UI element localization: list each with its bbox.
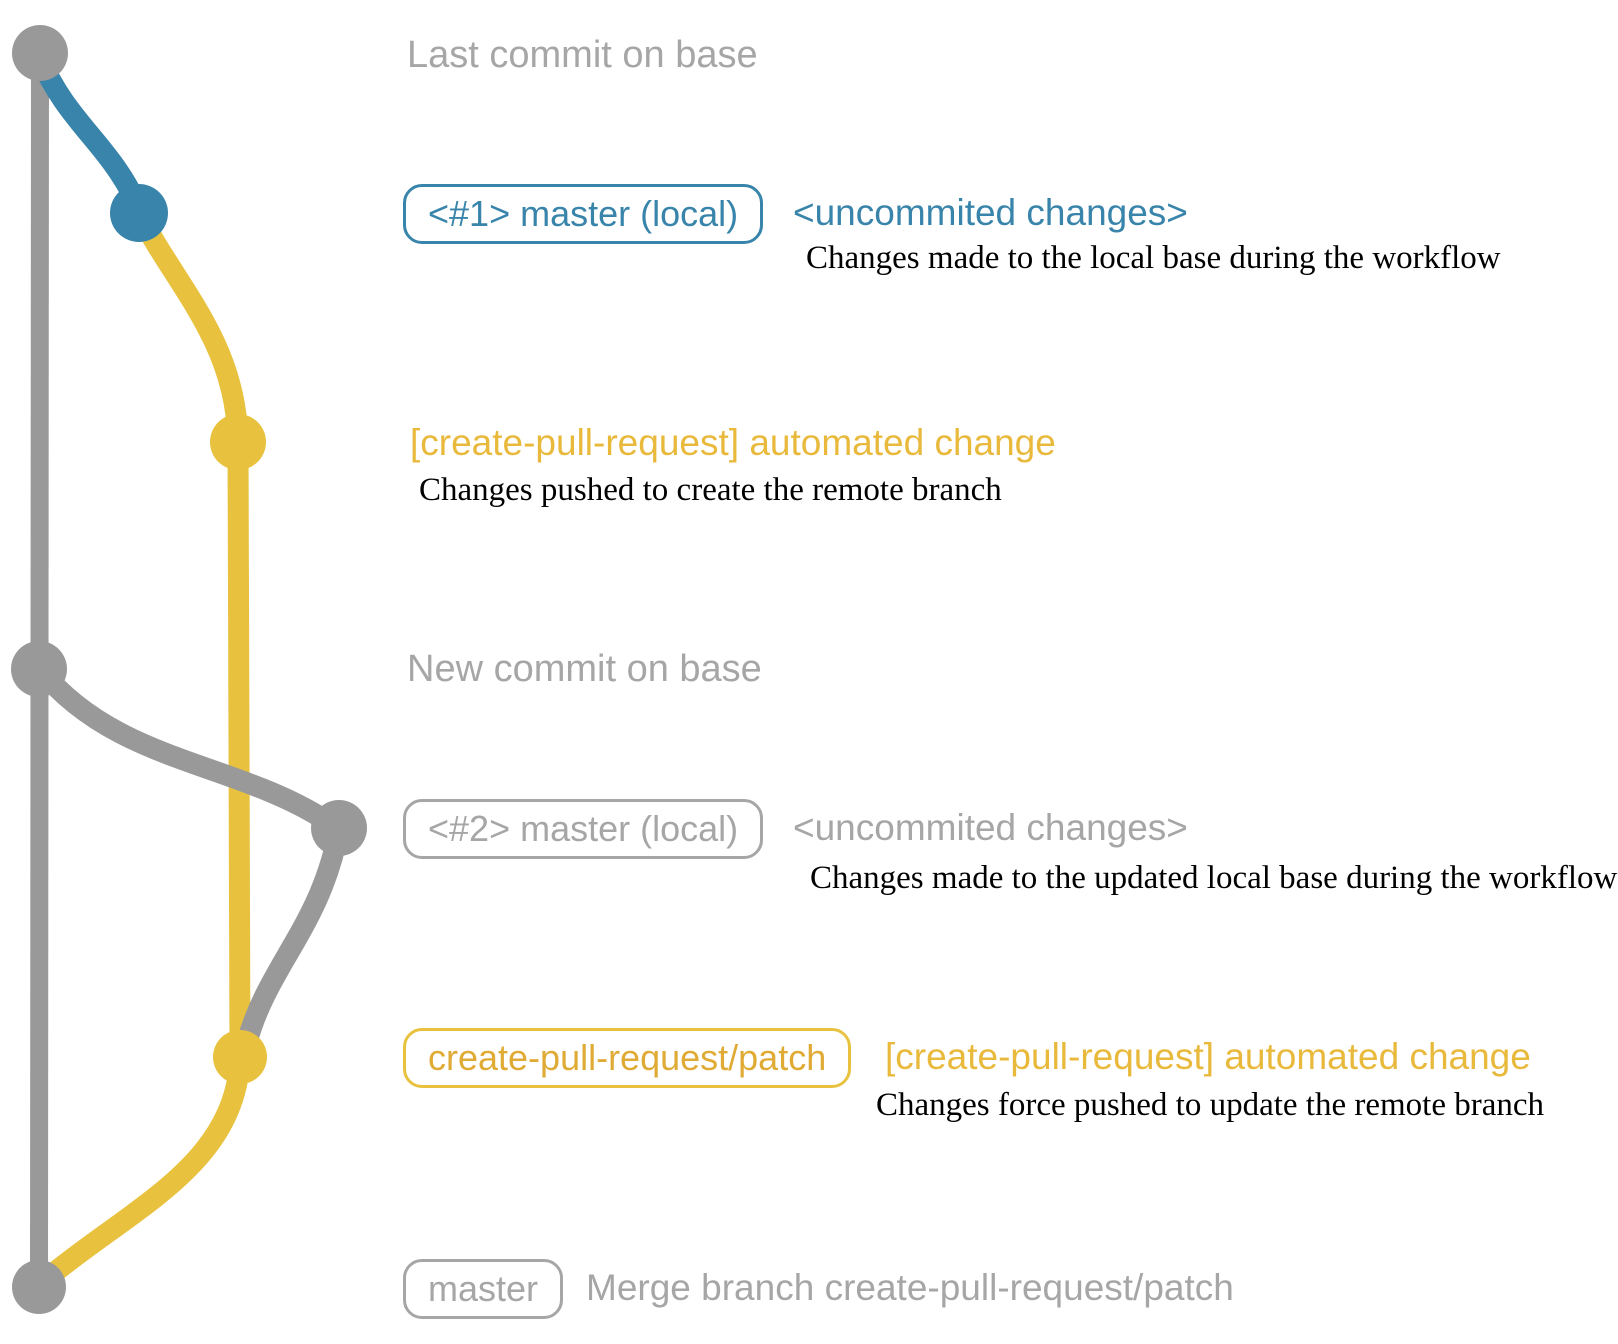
commit-node-merge bbox=[12, 1260, 66, 1314]
commit-node-last-base bbox=[12, 25, 68, 81]
branch-box-patch: create-pull-request/patch bbox=[403, 1028, 852, 1088]
desc-local-2: Changes made to the updated local base d… bbox=[810, 860, 1618, 896]
uncommitted-changes-tag-2: <uncommited changes> bbox=[793, 807, 1188, 848]
local-master-2-out-curve bbox=[29, 658, 350, 839]
caption-last-commit: Last commit on base bbox=[407, 34, 758, 76]
uncommitted-changes-tag-1: <uncommited changes> bbox=[793, 192, 1188, 233]
commit-node-local-1 bbox=[110, 184, 168, 242]
branch-box-local-2: <#2> master (local) bbox=[403, 799, 764, 859]
branch-box-master: master bbox=[403, 1259, 564, 1319]
patch-branch-create-curve bbox=[128, 202, 249, 453]
commit-node-local-2 bbox=[311, 800, 367, 856]
local-master-2-rebase-curve bbox=[230, 817, 350, 1067]
patch-merge-curve bbox=[32, 1046, 251, 1293]
desc-remote-1: Changes pushed to create the remote bran… bbox=[419, 472, 1002, 508]
patch-branch-line bbox=[227, 441, 251, 1058]
desc-local-1: Changes made to the local base during th… bbox=[806, 240, 1501, 276]
automated-change-label-1: [create-pull-request] automated change bbox=[410, 422, 1056, 463]
caption-new-commit: New commit on base bbox=[407, 648, 762, 690]
automated-change-label-2: [create-pull-request] automated change bbox=[885, 1036, 1531, 1077]
commit-node-new-base bbox=[11, 641, 67, 697]
caption-merge-message: Merge branch create-pull-request/patch bbox=[586, 1267, 1234, 1308]
desc-remote-2: Changes force pushed to update the remot… bbox=[876, 1087, 1545, 1123]
git-graph bbox=[11, 25, 367, 1314]
commit-node-patch-1 bbox=[210, 414, 266, 470]
branch-box-local-1: <#1> master (local) bbox=[403, 184, 764, 244]
commit-node-patch-2 bbox=[213, 1030, 267, 1084]
